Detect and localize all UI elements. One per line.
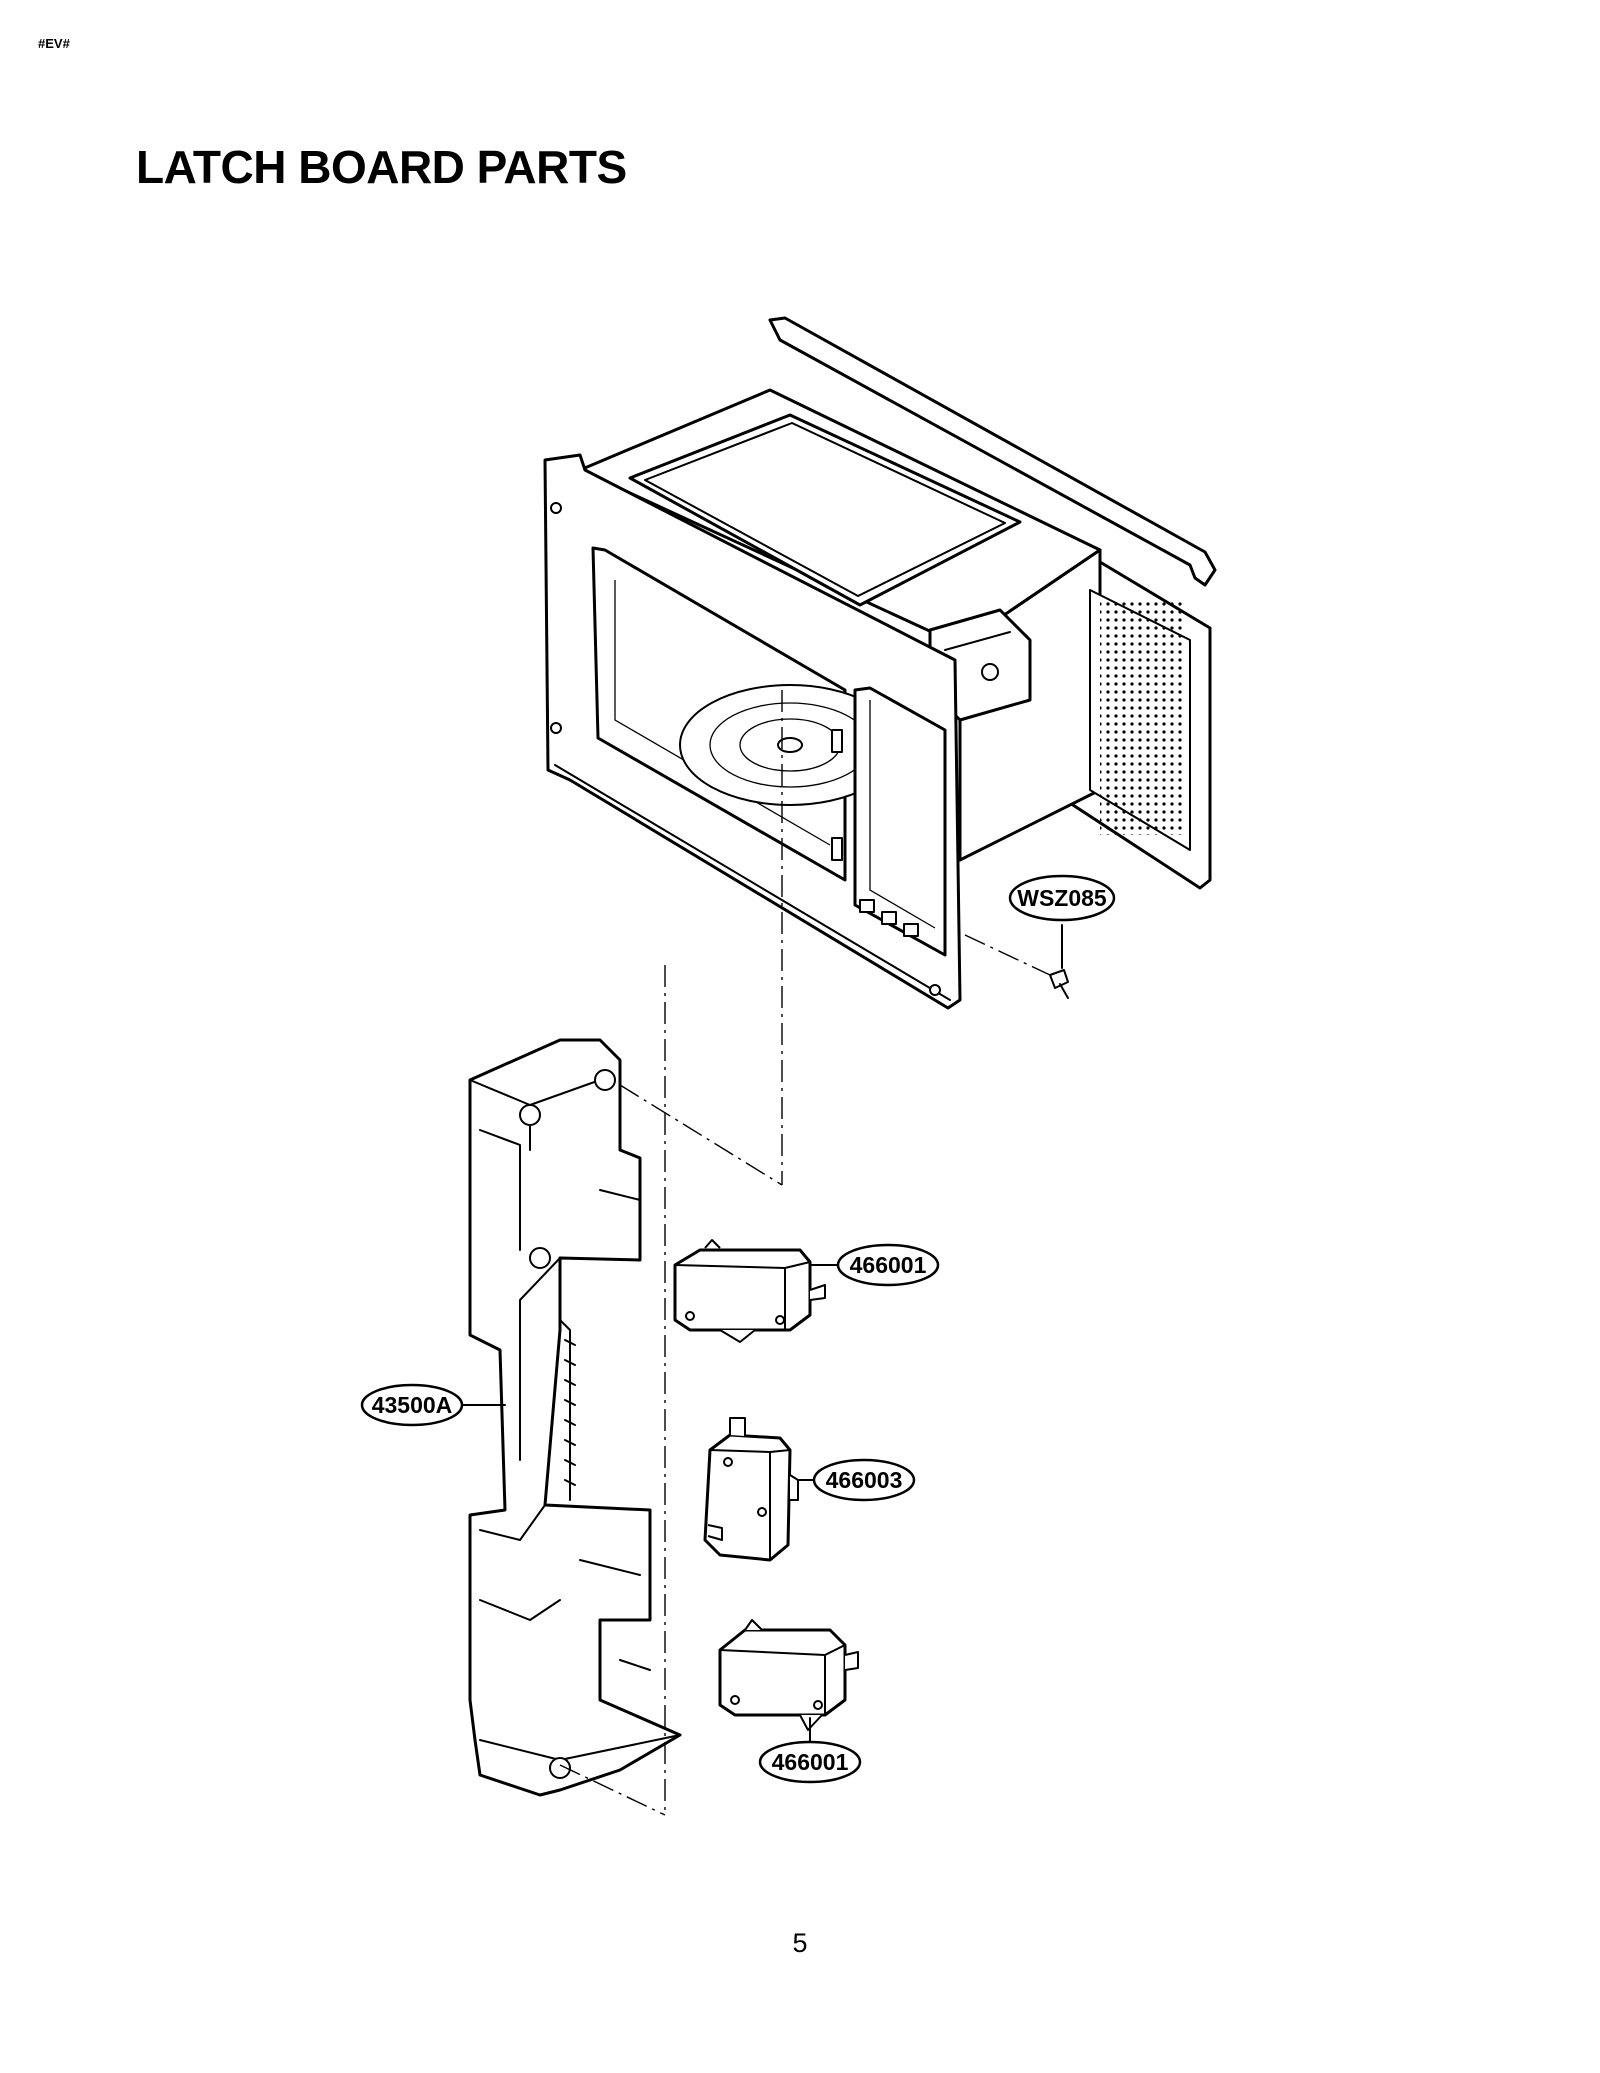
vent-perforation <box>1100 600 1182 835</box>
page-number: 5 <box>792 1928 808 1958</box>
latch-board-drawing <box>468 1038 682 1797</box>
callout-466001-bottom: 466001 <box>758 1740 862 1784</box>
callout-wsz085-label: WSZ085 <box>1017 885 1107 911</box>
document-code: #EV# <box>38 36 70 51</box>
callout-wsz085: WSZ085 <box>1008 874 1116 922</box>
page-title: LATCH BOARD PARTS <box>136 141 627 193</box>
switch-466003-drawing <box>703 1417 799 1562</box>
switch-466001-top-drawing <box>673 1239 826 1343</box>
switch-466001-bottom-drawing <box>718 1619 859 1731</box>
callout-466001-top: 466001 <box>836 1243 940 1287</box>
callout-466001-bottom-label: 466001 <box>772 1749 849 1775</box>
callout-466001-top-label: 466001 <box>850 1252 927 1278</box>
callout-43500a-label: 43500A <box>372 1392 453 1418</box>
callout-43500a: 43500A <box>360 1383 464 1427</box>
callout-466003: 466003 <box>812 1458 916 1502</box>
cavity-assembly-drawing <box>543 316 1217 1010</box>
callout-466003-label: 466003 <box>826 1467 903 1493</box>
screw-drawing <box>1049 969 1069 999</box>
turntable-drawing <box>679 684 901 806</box>
